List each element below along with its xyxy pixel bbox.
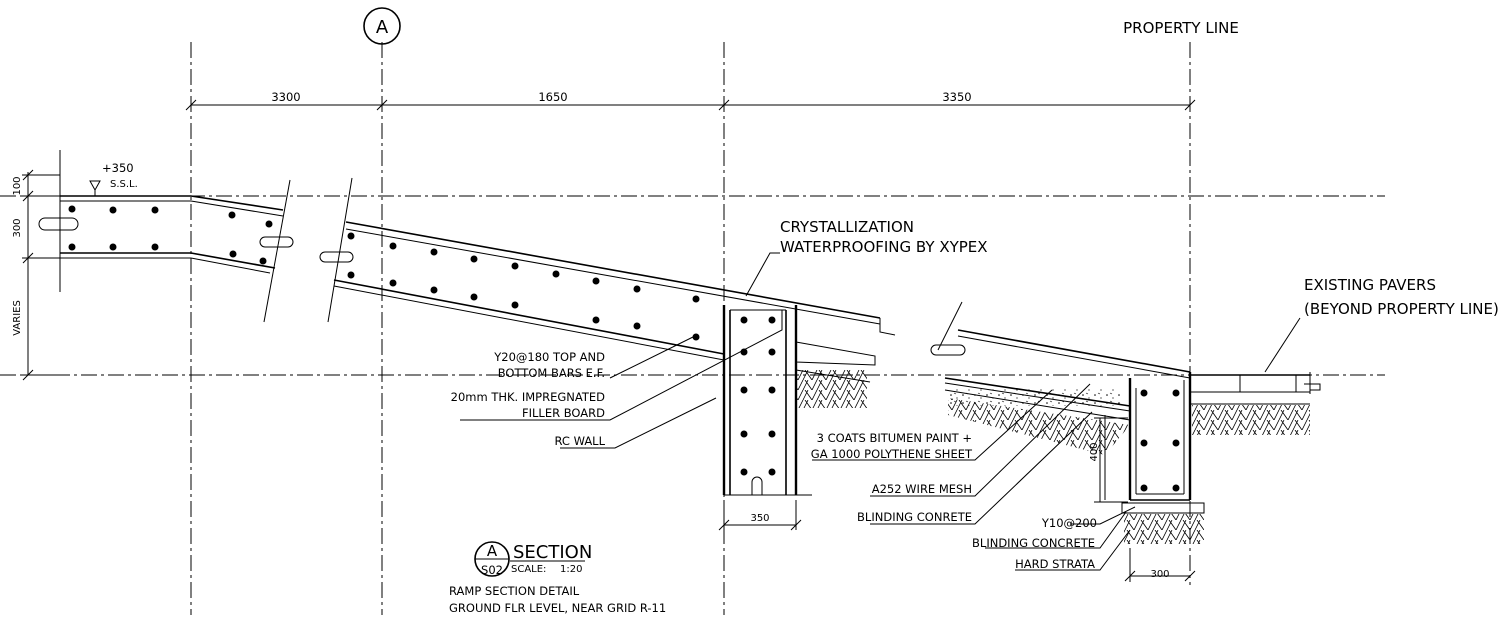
flat-slab	[38, 150, 191, 292]
note-blinding-2: BLINDING CONCRETE	[972, 536, 1095, 550]
dimension-300: 300	[12, 218, 23, 237]
dimension-1650: 1650	[538, 90, 567, 104]
note-waterproofing-line-1: CRYSTALLIZATION	[780, 218, 914, 236]
footing-height-dimension: 400	[1089, 442, 1100, 461]
note-pavers-line-2: (BEYOND PROPERTY LINE)	[1304, 300, 1499, 318]
note-wire-mesh: A252 WIRE MESH	[872, 482, 972, 496]
footing: 400 300	[1089, 372, 1205, 582]
dimension-varies: VARIES	[12, 300, 23, 336]
level-marker: +350 S.S.L.	[89, 161, 138, 196]
note-bitumen-line-2: GA 1000 POLYTHENE SHEET	[811, 447, 973, 461]
ramp-segment-1	[190, 179, 294, 323]
title-scale-label: SCALE:	[511, 564, 546, 575]
note-pavers-line-1: EXISTING PAVERS	[1304, 276, 1436, 294]
ground-behind-wall	[795, 341, 876, 408]
note-bars-line-2: BOTTOM BARS E.F.	[498, 366, 605, 380]
grid-bubble-label: A	[376, 17, 389, 38]
property-line-label: PROPERTY LINE	[1123, 19, 1239, 37]
note-bitumen-line-1: 3 COATS BITUMEN PAINT +	[817, 431, 972, 445]
title-section: SECTION	[513, 542, 592, 563]
level-label: S.S.L.	[110, 179, 138, 190]
footing-width-dimension: 300	[1150, 569, 1169, 580]
existing-pavers	[1190, 372, 1321, 435]
level-value: +350	[102, 161, 134, 175]
section-title: A S02 SECTION SCALE: 1:20 RAMP SECTION D…	[449, 541, 666, 615]
title-bubble-bottom: S02	[481, 563, 503, 577]
left-dimension-chain: 100 300 VARIES	[12, 169, 60, 381]
note-y10: Y10@200	[1041, 516, 1097, 530]
grid-bubble-a: A	[363, 7, 401, 45]
note-rc-wall: RC WALL	[554, 434, 605, 448]
note-filler-line-2: FILLER BOARD	[522, 406, 605, 420]
rc-wall: 350	[718, 305, 812, 531]
dimension-3350: 3350	[942, 90, 971, 104]
title-line-2: GROUND FLR LEVEL, NEAR GRID R-11	[449, 601, 666, 615]
wall-width-dimension: 350	[750, 513, 769, 524]
title-scale-value: 1:20	[560, 564, 582, 575]
dimension-3300: 3300	[271, 90, 300, 104]
leader-lines	[460, 252, 1301, 571]
note-waterproofing-line-2: WATERPROOFING BY XYPEX	[780, 238, 988, 256]
right-slab	[930, 301, 1191, 500]
note-hard-strata: HARD STRATA	[1015, 557, 1095, 571]
note-blinding-1: BLINDING CONRETE	[857, 510, 972, 524]
top-dimension-chain: 3300 1650 3350	[185, 90, 1196, 111]
notes: CRYSTALLIZATION WATERPROOFING BY XYPEX E…	[451, 218, 1499, 571]
note-bars-line-1: Y20@180 TOP AND	[493, 350, 605, 364]
note-filler-line-1: 20mm THK. IMPREGNATED	[451, 390, 606, 404]
dimension-100: 100	[12, 176, 23, 195]
title-bubble-top: A	[487, 542, 498, 560]
title-line-1: RAMP SECTION DETAIL	[449, 584, 580, 598]
ramp-segment-2	[319, 177, 896, 361]
